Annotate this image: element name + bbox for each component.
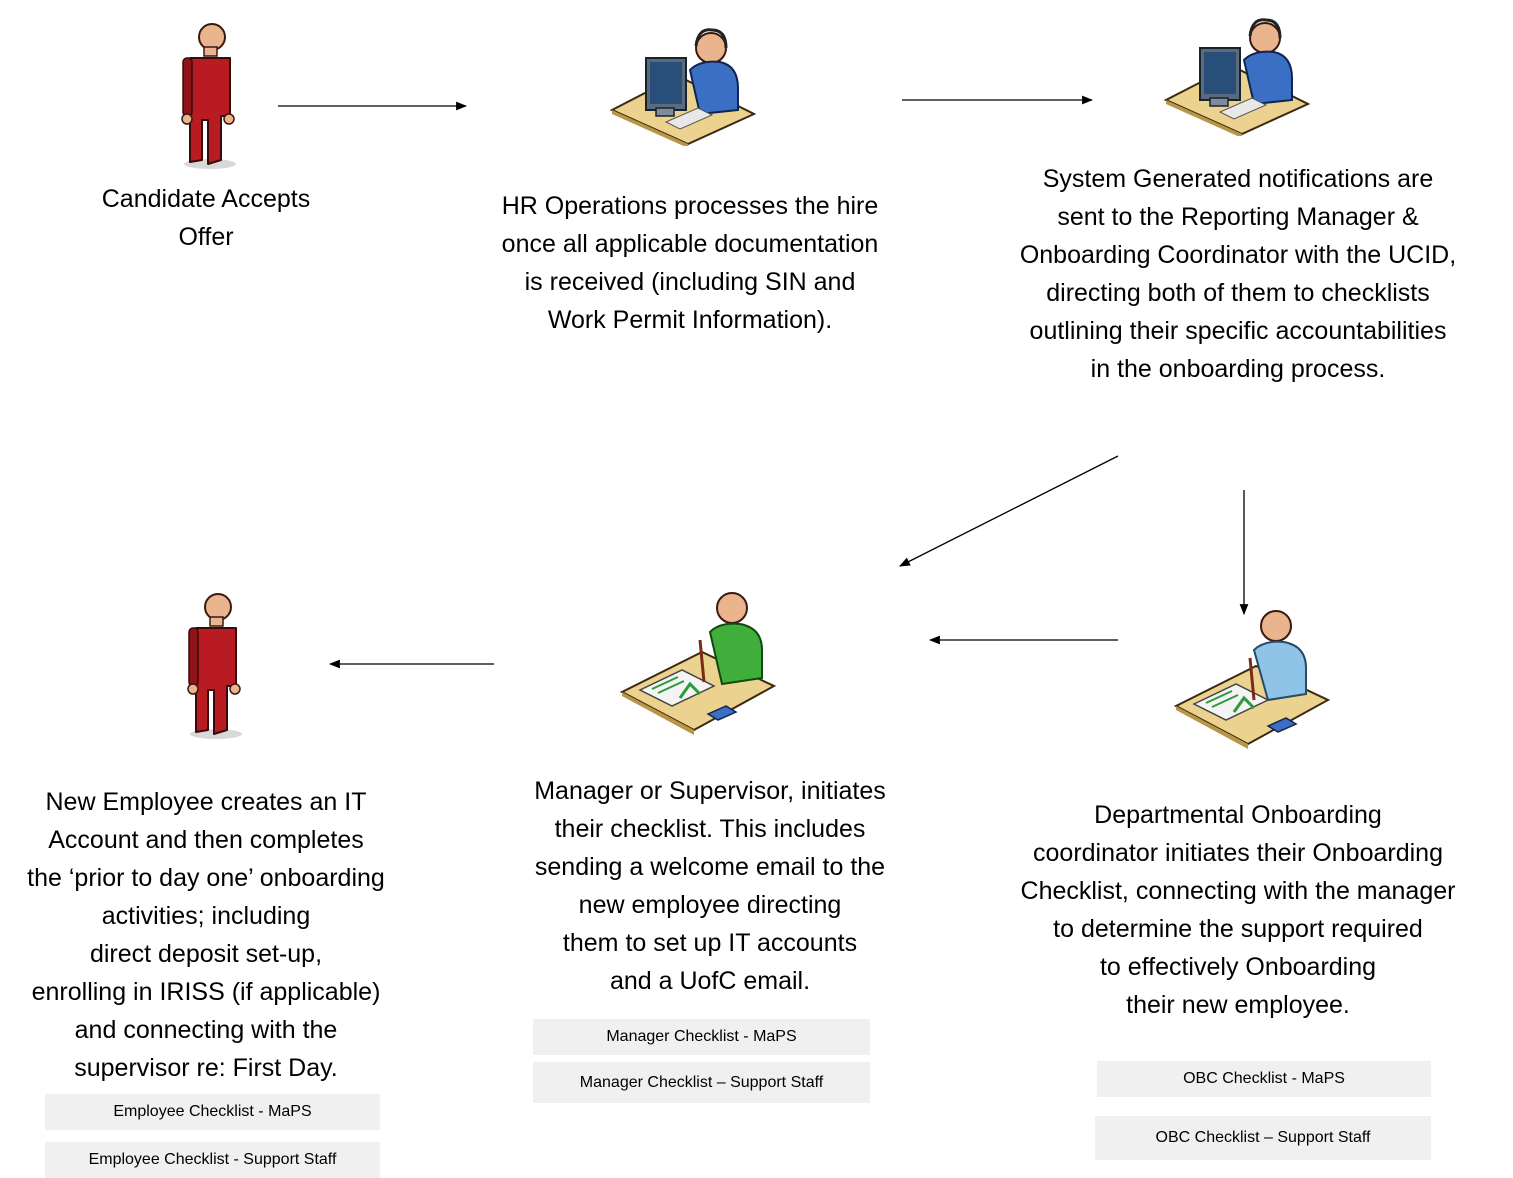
text-line: their new employee. xyxy=(1126,991,1350,1019)
text-line: Onboarding Coordinator with the UCID, xyxy=(1019,241,1457,269)
hr-person-at-computer-icon xyxy=(609,28,757,146)
text-line: HR Operations processes the hire xyxy=(501,192,879,220)
text-line: coordinator initiates their Onboarding xyxy=(1033,839,1443,867)
text-line: Account and then completes xyxy=(48,826,364,854)
text-line: is received (including SIN and xyxy=(524,268,856,296)
text-line: them to set up IT accounts xyxy=(562,929,858,957)
text-line: Checklist, connecting with the manager xyxy=(1020,877,1456,905)
obc-person-at-desk-icon xyxy=(1173,610,1331,749)
system-step-text: System Generated notifications are sent … xyxy=(968,160,1508,388)
manager-person-at-desk-icon xyxy=(619,592,777,735)
obc-step-text: Departmental Onboarding coordinator init… xyxy=(970,796,1506,1024)
text-line: direct deposit set-up, xyxy=(89,940,323,968)
employee-checklist-support-staff-link[interactable]: Employee Checklist - Support Staff xyxy=(45,1142,380,1178)
text-line: sent to the Reporting Manager & xyxy=(1057,203,1419,231)
employee-checklist-maps-link[interactable]: Employee Checklist - MaPS xyxy=(45,1094,380,1130)
manager-checklist-maps-link[interactable]: Manager Checklist - MaPS xyxy=(533,1019,870,1055)
text-line: outlining their specific accountabilitie… xyxy=(1029,317,1447,345)
text-line: Work Permit Information). xyxy=(547,306,833,334)
text-line: to effectively Onboarding xyxy=(1099,953,1377,981)
text-line: sending a welcome email to the xyxy=(534,853,886,881)
manager-step-text: Manager or Supervisor, initiates their c… xyxy=(470,772,950,1000)
text-line: activities; including xyxy=(101,902,311,930)
text-line: new employee directing xyxy=(578,891,842,919)
manager-checklist-support-staff-link[interactable]: Manager Checklist – Support Staff xyxy=(533,1062,870,1103)
text-line: New Employee creates an IT xyxy=(45,788,367,816)
text-line: System Generated notifications are xyxy=(1042,165,1434,193)
text-line: their checklist. This includes xyxy=(554,815,866,843)
text-line: supervisor re: First Day. xyxy=(74,1054,338,1082)
text-line: and a UofC email. xyxy=(609,967,811,995)
obc-checklist-maps-link[interactable]: OBC Checklist - MaPS xyxy=(1097,1061,1431,1097)
arrow-system-to-manager xyxy=(899,455,1119,567)
text-line: Departmental Onboarding xyxy=(1094,801,1382,829)
text-line: the ‘prior to day one’ onboarding xyxy=(27,864,385,892)
text-line: in the onboarding process. xyxy=(1090,355,1386,383)
text-line: enrolling in IRISS (if applicable) xyxy=(31,978,381,1006)
candidate-person-icon xyxy=(181,23,236,169)
text-line: to determine the support required xyxy=(1053,915,1423,943)
system-person-at-computer-icon xyxy=(1163,18,1311,136)
text-line: directing both of them to checklists xyxy=(1046,279,1430,307)
employee-step-text: New Employee creates an IT Account and t… xyxy=(0,783,412,1087)
hr-step-text: HR Operations processes the hire once al… xyxy=(430,187,950,339)
text-line: Candidate Accepts xyxy=(101,185,311,213)
obc-checklist-support-staff-link[interactable]: OBC Checklist – Support Staff xyxy=(1095,1116,1431,1160)
text-line: once all applicable documentation xyxy=(501,230,879,258)
text-line: Offer xyxy=(178,223,234,251)
candidate-step-text: Candidate Accepts Offer xyxy=(56,180,356,256)
text-line: and connecting with the xyxy=(74,1016,338,1044)
text-line: Manager or Supervisor, initiates xyxy=(534,777,886,805)
new-employee-person-icon xyxy=(187,593,242,739)
